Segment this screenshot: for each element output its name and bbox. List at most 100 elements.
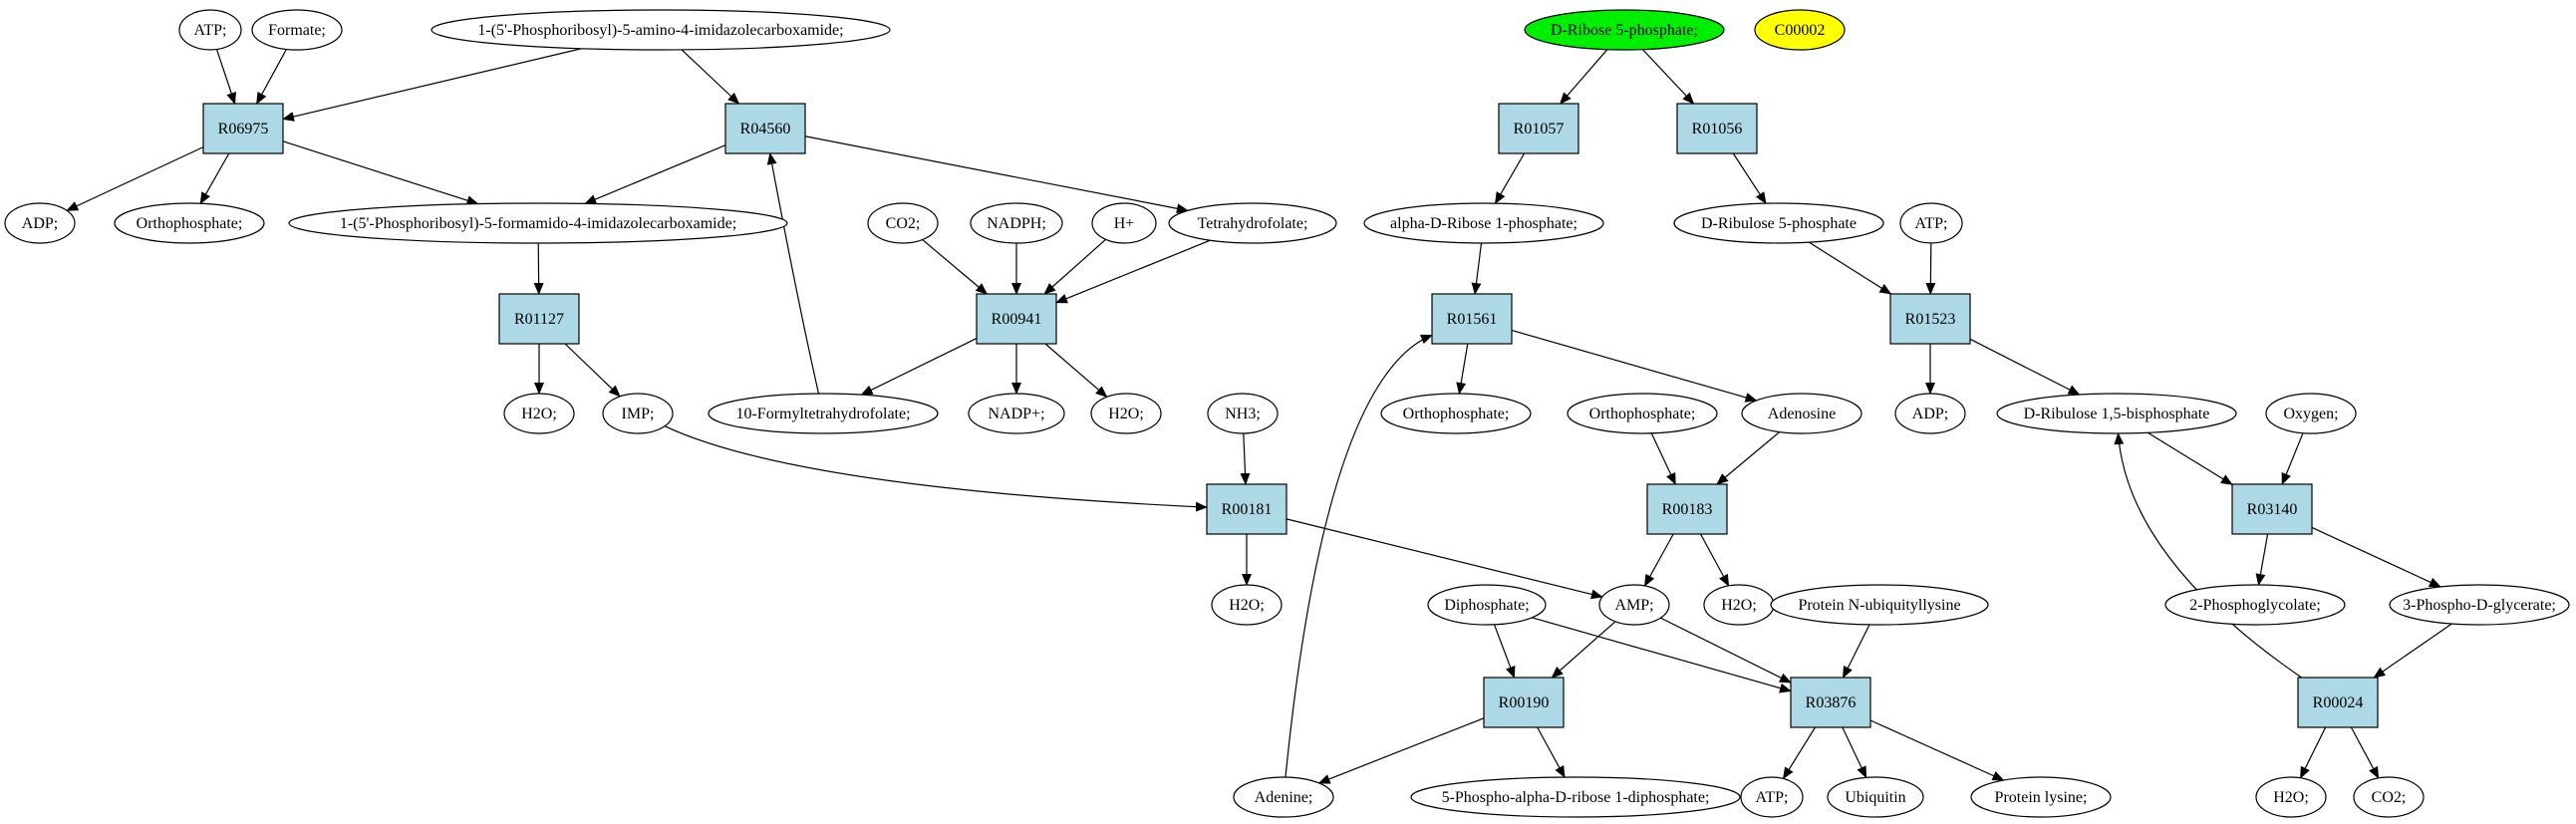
node-label: alpha-D-Ribose 1-phosphate; — [1390, 215, 1577, 232]
node-label: R00181 — [1222, 501, 1273, 518]
compound-ellipse — [1770, 584, 1989, 626]
reaction-node-r01056[interactable]: R01056 — [1676, 103, 1758, 154]
compound-node-formate[interactable]: Formate; — [251, 9, 343, 51]
compound-node-prpp[interactable]: 5-Phospho-alpha-D-ribose 1-diphosphate; — [1410, 776, 1741, 818]
compound-node-orthophosphate-2[interactable]: Orthophosphate; — [1380, 393, 1532, 434]
compound-ellipse — [1740, 776, 1804, 818]
compound-ellipse — [1567, 393, 1718, 434]
reaction-node-r01127[interactable]: R01127 — [498, 293, 580, 345]
edge-ribose5p-to-r01057 — [1560, 49, 1608, 105]
edge-r00190-to-adenine — [1317, 717, 1485, 784]
compound-node-h2o-2[interactable]: H2O; — [1090, 393, 1162, 434]
edge-r03140-to-2pglycolate — [2255, 533, 2269, 586]
compound-node-hplus[interactable]: H+ — [1091, 202, 1157, 244]
compound-node-2pglycolate[interactable]: 2-Phosphoglycolate; — [2164, 584, 2346, 626]
node-label: 1-(5'-Phosphoribosyl)-5-amino-4-imidazol… — [477, 22, 843, 39]
edge-r01561-to-orthophosphate_2 — [1456, 343, 1469, 396]
compound-node-ribulose5p[interactable]: D-Ribulose 5-phosphate — [1673, 202, 1884, 244]
compound-node-nadph[interactable]: NADPH; — [970, 202, 1063, 244]
edge-atp_1-to-r06975 — [215, 49, 236, 105]
node-label: H2O; — [521, 406, 557, 422]
edge-10formylthf-to-r04560 — [766, 152, 820, 395]
node-label: ADP; — [22, 215, 58, 232]
compound-node-imp[interactable]: IMP; — [602, 393, 674, 434]
reaction-box — [498, 293, 580, 345]
node-label: Adenosine — [1768, 406, 1836, 422]
compound-node-faicar[interactable]: 1-(5'-Phosphoribosyl)-5-formamido-4-imid… — [288, 202, 788, 244]
reaction-node-r00183[interactable]: R00183 — [1646, 483, 1728, 535]
compound-ellipse — [178, 9, 242, 51]
compound-node-adenosine[interactable]: Adenosine — [1741, 393, 1862, 434]
reaction-node-r01561[interactable]: R01561 — [1431, 293, 1513, 345]
reaction-node-r00190[interactable]: R00190 — [1483, 677, 1565, 728]
node-label: R03140 — [2247, 501, 2298, 518]
edge-r06975-to-adp_1 — [66, 146, 204, 211]
compound-node-thf[interactable]: Tetrahydrofolate; — [1168, 202, 1337, 244]
reaction-node-r00024[interactable]: R00024 — [2297, 677, 2379, 728]
reaction-box — [1889, 293, 1971, 345]
edge-adenine-to-r01561 — [1285, 334, 1433, 778]
compound-node-nh3[interactable]: NH3; — [1207, 393, 1279, 434]
compound-node-ubiquitin[interactable]: Ubiquitin — [1827, 776, 1924, 818]
compound-node-h2o-1[interactable]: H2O; — [503, 393, 575, 434]
node-label: 3-Phospho-D-glycerate; — [2403, 597, 2556, 614]
compound-node-atp-2[interactable]: ATP; — [1899, 202, 1963, 244]
compound-node-protlysine[interactable]: Protein lysine; — [1970, 776, 2112, 818]
node-label: R00190 — [1499, 694, 1550, 711]
compound-node-aicar[interactable]: 1-(5'-Phosphoribosyl)-5-amino-4-imidazol… — [430, 9, 891, 51]
compound-node-rubp[interactable]: D-Ribulose 1,5-bisphosphate — [1996, 393, 2237, 434]
node-label: Ubiquitin — [1845, 789, 1905, 806]
compound-node-atp-1[interactable]: ATP; — [178, 9, 242, 51]
compound-node-co2-1[interactable]: CO2; — [867, 202, 939, 244]
compound-node-ribose5p[interactable]: D-Ribose 5-phosphate; — [1524, 9, 1725, 51]
compound-ellipse — [1899, 202, 1963, 244]
edge-diphosphate-to-r03876 — [1532, 617, 1792, 693]
compound-node-amp[interactable]: AMP; — [1598, 584, 1670, 626]
edge-r00190-to-prpp — [1537, 726, 1566, 778]
node-label: 2-Phosphoglycolate; — [2189, 597, 2321, 614]
compound-node-orthophosphate-3[interactable]: Orthophosphate; — [1567, 393, 1718, 434]
reaction-node-r01523[interactable]: R01523 — [1889, 293, 1971, 345]
edge-r03876-to-protlysine — [1869, 719, 2005, 781]
compound-node-h2o-5[interactable]: H2O; — [2255, 776, 2327, 818]
reaction-node-r01057[interactable]: R01057 — [1498, 103, 1579, 154]
compound-ellipse — [4, 202, 76, 244]
reaction-node-r04560[interactable]: R04560 — [724, 103, 806, 154]
node-label: R01127 — [514, 311, 564, 328]
compound-node-oxygen[interactable]: Oxygen; — [2265, 393, 2357, 434]
compound-node-atp-3[interactable]: ATP; — [1740, 776, 1804, 818]
edge-amp-to-r03876 — [1660, 617, 1792, 684]
compound-node-10formylthf[interactable]: 10-Formyltetrahydrofolate; — [708, 393, 939, 434]
compound-node-adenine[interactable]: Adenine; — [1233, 776, 1334, 818]
node-label: Formate; — [268, 22, 326, 39]
reaction-box — [2297, 677, 2379, 728]
edge-r03876-to-atp_3 — [1783, 726, 1816, 780]
compound-node-nadpplus[interactable]: NADP+; — [968, 393, 1065, 434]
node-label: H2O; — [1108, 406, 1144, 422]
edge-3pglycerate-to-r00024 — [2373, 623, 2452, 679]
edge-rubp-to-r03140 — [2147, 431, 2233, 485]
reaction-node-r00941[interactable]: R00941 — [976, 293, 1057, 345]
compound-node-3pglycerate[interactable]: 3-Phospho-D-glycerate; — [2389, 584, 2570, 626]
compound-node-orthophosphate-1[interactable]: Orthophosphate; — [114, 202, 265, 244]
node-label: 5-Phospho-alpha-D-ribose 1-diphosphate; — [1442, 789, 1710, 806]
compound-node-h2o-3[interactable]: H2O; — [1211, 584, 1283, 626]
reaction-node-r06975[interactable]: R06975 — [202, 103, 284, 154]
compound-node-co2-2[interactable]: CO2; — [2353, 776, 2425, 818]
compound-node-h2o-4[interactable]: H2O; — [1703, 584, 1775, 626]
node-label: Orthophosphate; — [1589, 406, 1696, 422]
reaction-node-r03140[interactable]: R03140 — [2231, 483, 2313, 535]
compound-node-c00002[interactable]: C00002 — [1754, 9, 1846, 51]
reaction-node-r00181[interactable]: R00181 — [1206, 483, 1288, 535]
compound-ellipse — [602, 393, 674, 434]
compound-node-ribose1p[interactable]: alpha-D-Ribose 1-phosphate; — [1363, 202, 1604, 244]
compound-node-protnubl[interactable]: Protein N-ubiquityllysine — [1770, 584, 1989, 626]
reaction-node-r03876[interactable]: R03876 — [1790, 677, 1871, 728]
compound-ellipse — [1380, 393, 1532, 434]
compound-node-adp-2[interactable]: ADP; — [1894, 393, 1966, 434]
compound-node-adp-1[interactable]: ADP; — [4, 202, 76, 244]
edges-layer — [66, 48, 2452, 784]
edge-r01057-to-ribose1p — [1495, 152, 1526, 204]
node-label: H2O; — [2273, 789, 2309, 806]
compound-node-diphosphate[interactable]: Diphosphate; — [1427, 584, 1547, 626]
